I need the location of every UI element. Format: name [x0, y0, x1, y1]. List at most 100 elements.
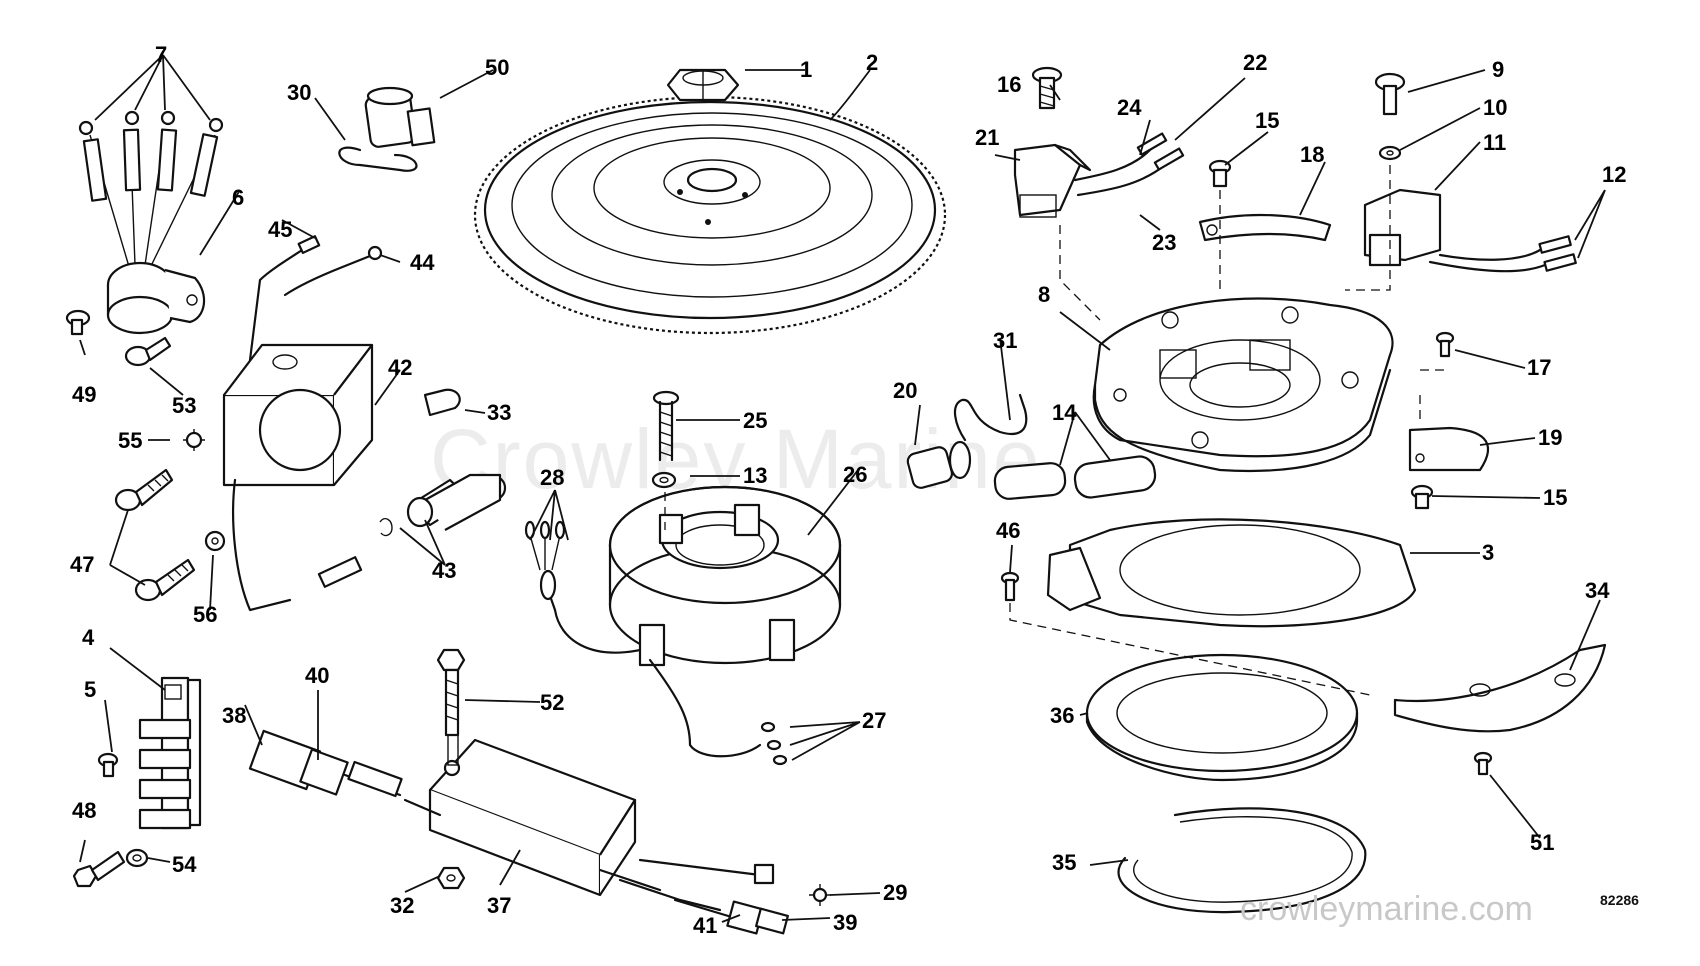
ignition-coil	[222, 343, 374, 612]
callout-55: 55	[118, 428, 142, 453]
callout-42: 42	[388, 355, 412, 380]
nut-32	[436, 866, 466, 890]
callout-3: 3	[1482, 540, 1494, 565]
terminal-wires	[78, 110, 224, 271]
screw-16	[1031, 66, 1063, 110]
sensor-41	[673, 898, 789, 935]
lockwasher-29	[809, 884, 831, 906]
callout-4: 4	[82, 625, 95, 650]
screw-15-top	[1208, 159, 1232, 188]
callout-47: 47	[70, 552, 94, 577]
flywheel	[473, 95, 947, 335]
callout-53: 53	[172, 393, 196, 418]
screw-47-bottom	[134, 558, 196, 602]
screw-17	[1435, 331, 1455, 358]
callout-23: 23	[1152, 230, 1176, 255]
callout-28: 28	[540, 465, 564, 490]
callout-48: 48	[72, 798, 96, 823]
nut-54	[125, 848, 149, 868]
callout-21: 21	[975, 125, 999, 150]
screw-5	[97, 752, 119, 778]
callout-15-bottom: 15	[1543, 485, 1567, 510]
support-plate	[1085, 653, 1359, 782]
callout-16: 16	[997, 72, 1021, 97]
wire-45	[248, 235, 321, 362]
callout-52: 52	[540, 690, 564, 715]
terminal-block	[138, 676, 202, 830]
washer-56	[204, 530, 226, 552]
sensor-11	[1363, 188, 1577, 273]
screw-47-top	[114, 468, 174, 512]
callout-24: 24	[1117, 95, 1142, 120]
callout-17: 17	[1527, 355, 1551, 380]
callout-39: 39	[833, 910, 857, 935]
callout-45: 45	[268, 217, 292, 242]
callout-29: 29	[883, 880, 907, 905]
clip-30	[338, 146, 418, 172]
screw-15-bottom	[1410, 484, 1434, 510]
callout-51: 51	[1530, 830, 1554, 855]
callout-13: 13	[743, 463, 767, 488]
screw-51	[1473, 751, 1493, 776]
callout-41: 41	[693, 913, 717, 938]
sleeves-14	[993, 455, 1157, 500]
callout-22: 22	[1243, 50, 1267, 75]
callout-34: 34	[1585, 578, 1610, 603]
terminal-cap-bracket	[106, 261, 206, 335]
callout-50: 50	[485, 55, 509, 80]
leader-lines	[79, 54, 1606, 923]
bolt-52	[436, 648, 466, 737]
washer-10	[1378, 145, 1402, 161]
diagram-code: 82286	[1600, 892, 1639, 908]
armature-plate	[1046, 518, 1417, 628]
lockwasher-55	[183, 429, 205, 451]
callout-32: 32	[390, 893, 414, 918]
callout-35: 35	[1052, 850, 1076, 875]
callout-44: 44	[410, 250, 435, 275]
callout-14: 14	[1052, 400, 1077, 425]
timer-base	[1092, 297, 1394, 473]
plate-19	[1408, 426, 1490, 472]
callout-1: 1	[800, 57, 812, 82]
washer-13	[651, 471, 677, 489]
retainer-ring	[1117, 807, 1367, 914]
callout-5: 5	[84, 677, 96, 702]
stator	[608, 485, 842, 667]
callout-36: 36	[1050, 703, 1074, 728]
callout-10: 10	[1483, 95, 1507, 120]
callout-33: 33	[487, 400, 511, 425]
callout-18: 18	[1300, 142, 1324, 167]
callout-38: 38	[222, 703, 246, 728]
callout-54: 54	[172, 852, 197, 877]
callout-6: 6	[232, 185, 244, 210]
callout-11: 11	[1483, 130, 1506, 155]
spring-43	[379, 518, 393, 537]
callout-25: 25	[743, 408, 767, 433]
callout-40: 40	[305, 663, 329, 688]
screw-49	[65, 309, 91, 336]
callout-2: 2	[866, 50, 878, 75]
callout-15-top: 15	[1255, 108, 1279, 133]
connector-20	[906, 440, 972, 489]
callout-labels: 1 2 3 4 5 6 7 8 9 10 11 12 13 14 15 15 1…	[70, 42, 1626, 938]
callout-19: 19	[1538, 425, 1562, 450]
stator-screw	[652, 390, 680, 462]
wire-44	[283, 245, 383, 297]
callout-37: 37	[487, 893, 511, 918]
callout-27: 27	[862, 708, 886, 733]
callout-7: 7	[155, 42, 167, 67]
callout-49: 49	[72, 382, 96, 407]
callout-43: 43	[432, 558, 456, 583]
power-pack	[403, 734, 775, 912]
callout-56: 56	[193, 602, 217, 627]
sleeve	[317, 556, 363, 588]
screw-48	[72, 850, 126, 888]
callout-20: 20	[893, 378, 917, 403]
callout-46: 46	[996, 518, 1020, 543]
callout-26: 26	[843, 462, 867, 487]
site-watermark: crowleymarine.com	[1240, 890, 1533, 928]
callout-9: 9	[1492, 57, 1504, 82]
callout-12: 12	[1602, 162, 1626, 187]
